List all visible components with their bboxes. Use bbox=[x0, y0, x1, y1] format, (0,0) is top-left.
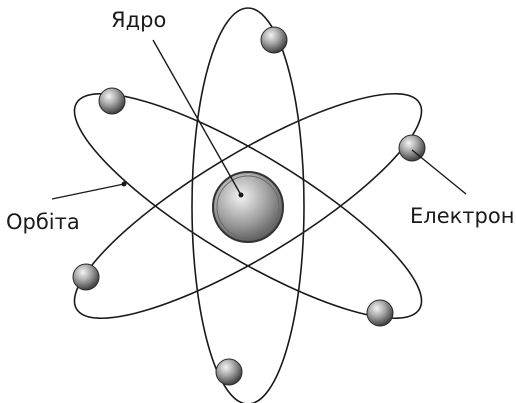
nucleus-leader-line bbox=[152, 39, 242, 196]
electron-leader-line bbox=[411, 149, 467, 195]
electron bbox=[215, 358, 243, 386]
orbit-descending bbox=[73, 92, 423, 320]
nucleus bbox=[212, 171, 284, 243]
electron bbox=[98, 87, 126, 115]
orbit-leader-line bbox=[51, 183, 125, 200]
nucleus-label: Ядро bbox=[111, 8, 167, 32]
electron bbox=[72, 263, 100, 291]
electron-label: Електрон bbox=[410, 204, 515, 228]
orbit-vertical bbox=[191, 7, 305, 403]
electron bbox=[260, 26, 288, 54]
orbit-label: Орбіта bbox=[6, 210, 80, 234]
nucleus-leader-dot bbox=[238, 192, 244, 198]
orbit-leader-dot bbox=[121, 181, 127, 187]
electron bbox=[366, 299, 394, 327]
nucleus-inner-ring bbox=[216, 175, 280, 239]
